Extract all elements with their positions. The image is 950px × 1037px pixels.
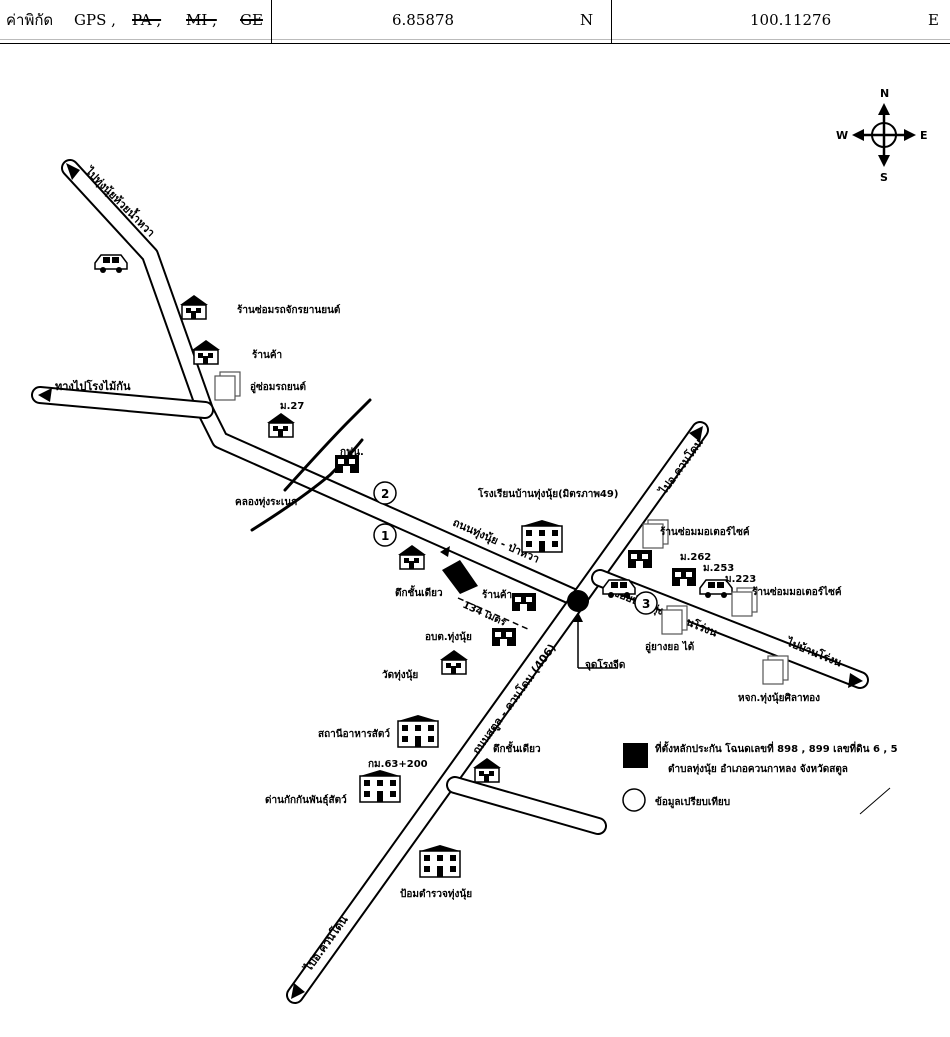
arrow-top-left (66, 163, 80, 180)
coordinate-label-cell: ค่าพิกัด GPS , PA , MI , GE (0, 0, 272, 44)
building-icon-vet (397, 714, 439, 748)
shop-icon-tao (492, 628, 516, 646)
label-landmark: จุดโรงจีด (585, 658, 625, 671)
shop-icon-m262 (628, 550, 652, 568)
arrow-main-road (440, 546, 450, 557)
latitude-value: 6.85878 (392, 11, 455, 29)
canal-line-2 (250, 438, 364, 532)
shop-icon-m253 (672, 568, 696, 586)
label-vet: สถานีอาหารสัตว์ (318, 728, 390, 740)
building-icon-police (419, 844, 461, 878)
label-repair-shop2: ร้านซ่อมมอเตอร์ไซค์ (752, 585, 842, 598)
compass-s: S (880, 171, 888, 184)
building-icon-quarantine (359, 769, 401, 803)
gps-label: GPS , (74, 11, 116, 29)
label-shop1: ร้านค้า (252, 349, 282, 361)
latitude-direction: N (580, 11, 594, 29)
pa-label: PA , (132, 11, 162, 29)
diagonal-highway (286, 421, 709, 1004)
location-map: ไปทุ่งนุ้ยห้วยน้ำหวา ทางไปโรงไม้กัน ถนนท… (31, 87, 928, 1004)
house-icon-motorcycle-shop (179, 294, 209, 320)
comparison-marker-3 (634, 591, 658, 615)
label-temple: วัดทุ่งนุ้ย (382, 669, 418, 681)
label-garage2: อู่ยางยอ ได้ (645, 640, 694, 654)
canal-line (283, 398, 372, 492)
arrow-right-end (848, 673, 863, 688)
longitude-cell: 100.11276 E (612, 0, 950, 44)
car-icon-top (94, 254, 128, 274)
road-label-diagonal: ถนนสตูล - ควนโดน (406) (469, 641, 559, 757)
label-partnership: หจก.ทุ่งนุ้ยศิลาทอง (738, 692, 820, 704)
landmark-pointer-head (573, 612, 583, 622)
box-icon-garage (214, 371, 241, 401)
legend-slash (859, 787, 891, 815)
label-m223: ม.223 (725, 574, 756, 585)
label-tao: อบต.ทุ่งนุ้ย (425, 631, 472, 643)
label-shophouse2: ตึกชั้นเดียว (493, 741, 541, 755)
comparison-marker-3-label: 3 (642, 597, 650, 611)
label-police: ป้อมตำรวจทุ่งนุ้ย (400, 888, 472, 900)
comparison-markers: 1 2 3 (373, 481, 658, 615)
house-icon-shophouse2 (472, 757, 502, 783)
landmark-dot (567, 590, 589, 612)
label-km-marker: กม.63+200 (368, 759, 428, 770)
coordinate-label: ค่าพิกัด (6, 11, 54, 29)
label-motorcycle-shop: ร้านซ่อมรถจักรยานยนต์ (237, 304, 340, 316)
map-legend: ที่ตั้งหลักประกัน โฉนดเลขที่ 898 , 899 เ… (622, 741, 898, 815)
left-branch-road (31, 386, 214, 419)
legend-circle (622, 788, 646, 812)
legend-circle-text: ข้อมูลเปรียบเทียบ (655, 796, 730, 809)
compass-e: E (920, 129, 928, 142)
distance-line (457, 597, 531, 631)
longitude-direction: E (928, 11, 939, 29)
road-label-left-branch: ทางไปโรงไม้กัน (55, 379, 131, 393)
coordinate-header: ค่าพิกัด GPS , PA , MI , GE 6.85878 N 10… (0, 0, 950, 46)
label-repair-shop1: ร้านซ่อมมอเตอร์ไซค์ (660, 525, 750, 538)
label-distance: 134 เมตร (461, 600, 508, 629)
box-icon-garage2 (661, 605, 688, 635)
subject-property-marker (442, 560, 478, 594)
house-icon-shop1 (191, 339, 221, 365)
shop-icon-shop2 (512, 593, 536, 611)
legend-black-square-text: ที่ตั้งหลักประกัน โฉนดเลขที่ 898 , 899 เ… (655, 741, 898, 755)
label-quarantine: ด่านกักกันพันธุ์สัตว์ (265, 794, 347, 806)
compass-rose: N S E W (836, 87, 928, 184)
comparison-marker-1 (373, 523, 397, 547)
label-m27: ม.27 (280, 401, 304, 412)
compass-w: W (836, 129, 848, 142)
label-m253: ม.253 (703, 563, 734, 574)
temple-icon (439, 649, 469, 675)
label-school: โรงเรียนบ้านทุ่งนุ้ย(มิตรภาพ49) (477, 487, 618, 500)
road-arrows (38, 163, 863, 999)
arrow-top-right (689, 426, 703, 442)
latitude-cell: 6.85878 N (272, 0, 612, 44)
compass-n: N (880, 87, 889, 100)
arrow-left-branch (38, 388, 52, 402)
legend-black-square-text-2: ตำบลทุ่งนุ้ย อำเภอควนกาหลง จังหวัดสตูล (668, 763, 848, 776)
arrow-bottom-left (291, 983, 305, 999)
building-icon-school (521, 519, 563, 553)
comparison-marker-2 (373, 481, 397, 505)
house-icon-m27 (266, 412, 296, 438)
house-icon-shophouse1 (397, 544, 427, 570)
label-m262: ม.262 (680, 552, 711, 563)
ge-label: GE (240, 11, 263, 29)
label-shop2: ร้านค้า (482, 589, 512, 601)
mi-label: MI , (186, 11, 217, 29)
comparison-marker-2-label: 2 (381, 487, 389, 501)
label-canal: คลองทุ่งระเนก (235, 496, 297, 508)
label-gas: กฟน. (340, 446, 364, 458)
lower-branch-road (446, 776, 607, 835)
label-motorcycle-garage: อู่ซ่อมรถยนต์ (250, 381, 306, 394)
box-icon-partnership (762, 655, 789, 685)
longitude-value: 100.11276 (750, 11, 832, 29)
label-shophouse1: ตึกชั้นเดียว (395, 585, 443, 599)
comparison-marker-1-label: 1 (381, 529, 389, 543)
legend-black-square (623, 743, 648, 768)
